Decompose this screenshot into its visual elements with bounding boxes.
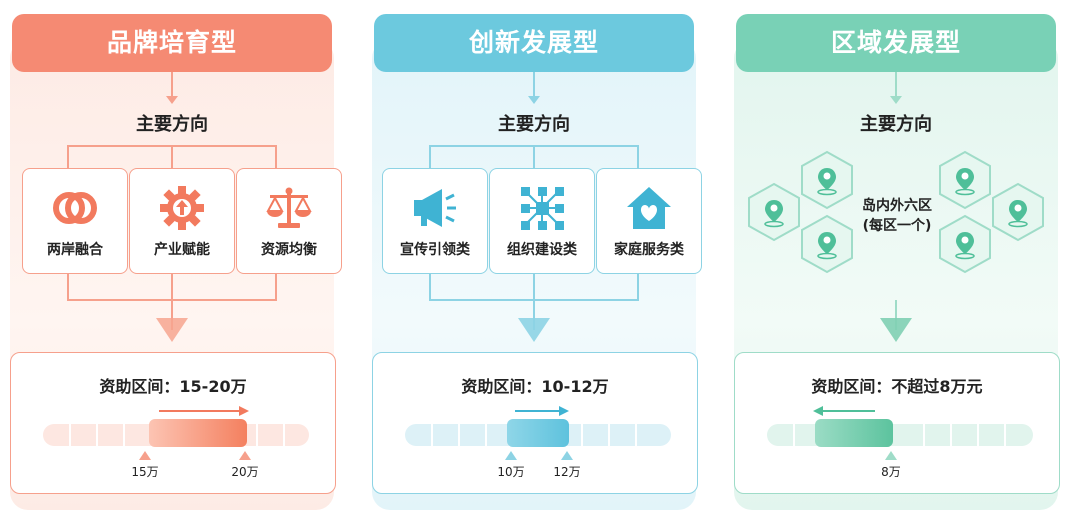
max-label: 12万 [553, 465, 581, 479]
network-icon [521, 187, 564, 230]
item-card: 家庭服务类 [596, 168, 702, 274]
funding-range-text: 资助区间：15-20万 [99, 377, 247, 396]
linked-rings-icon [53, 192, 97, 224]
item-label: 家庭服务类 [614, 242, 684, 258]
item-label: 产业赋能 [154, 242, 210, 258]
connector-lines [67, 72, 277, 342]
item-card: 宣传引领类 [382, 168, 488, 274]
min-label: 10万 [497, 465, 525, 479]
gear-arrow-icon [160, 186, 204, 230]
range-fill [815, 419, 893, 447]
region-label-line2: (每区一个) [862, 218, 932, 234]
min-label: 15万 [131, 465, 159, 479]
arrow-right-icon [515, 406, 569, 416]
region-label: 岛内外六区 (每区一个) [842, 196, 952, 236]
item-card: 两岸融合 [22, 168, 128, 274]
column-header: 品牌培育型 [12, 14, 332, 72]
direction-label: 主要方向 [860, 114, 932, 135]
max-label: 8万 [881, 465, 901, 479]
item-card: 产业赋能 [129, 168, 235, 274]
item-label: 资源均衡 [261, 242, 317, 258]
column-brand: 品牌培育型 主要方向 两岸融合 产业赋能 [6, 0, 342, 522]
item-card: 组织建设类 [489, 168, 595, 274]
region-label-line1: 岛内外六区 [862, 198, 932, 214]
max-marker [239, 451, 251, 460]
min-marker [139, 451, 151, 460]
range-track [767, 424, 1033, 446]
item-card: 资源均衡 [236, 168, 342, 274]
direction-label: 主要方向 [498, 114, 570, 135]
column-innovation: 创新发展型 主要方向 宣传引领类 [368, 0, 702, 522]
arrow-right-icon [159, 406, 249, 416]
item-label: 组织建设类 [507, 242, 577, 258]
min-marker [505, 451, 517, 460]
max-label: 20万 [231, 465, 259, 479]
column-header: 创新发展型 [374, 14, 694, 72]
range-fill [507, 419, 569, 447]
connector-lines [429, 72, 639, 342]
funding-range-text: 资助区间：不超过8万元 [811, 377, 983, 396]
funding-panel: 资助区间：不超过8万元 8万 [734, 352, 1060, 494]
item-label: 宣传引领类 [400, 242, 470, 258]
item-label: 两岸融合 [47, 242, 103, 258]
range-fill [149, 419, 247, 447]
direction-label: 主要方向 [136, 114, 208, 135]
connector-lines [880, 72, 912, 342]
column-regional: 区域发展型 主要方向 岛内外六区 (每区一个) 资助区间：不超过8万元 [730, 0, 1062, 522]
arrow-left-icon [813, 406, 875, 416]
balance-scale-icon [266, 187, 312, 228]
funding-panel: 资助区间：15-20万 15万 20万 [10, 352, 336, 494]
house-heart-icon [627, 187, 671, 229]
max-marker [561, 451, 573, 460]
max-marker [885, 451, 897, 460]
funding-range-text: 资助区间：10-12万 [461, 377, 609, 396]
funding-panel: 资助区间：10-12万 10万 12万 [372, 352, 698, 494]
megaphone-icon [414, 189, 456, 227]
column-header: 区域发展型 [736, 14, 1056, 72]
